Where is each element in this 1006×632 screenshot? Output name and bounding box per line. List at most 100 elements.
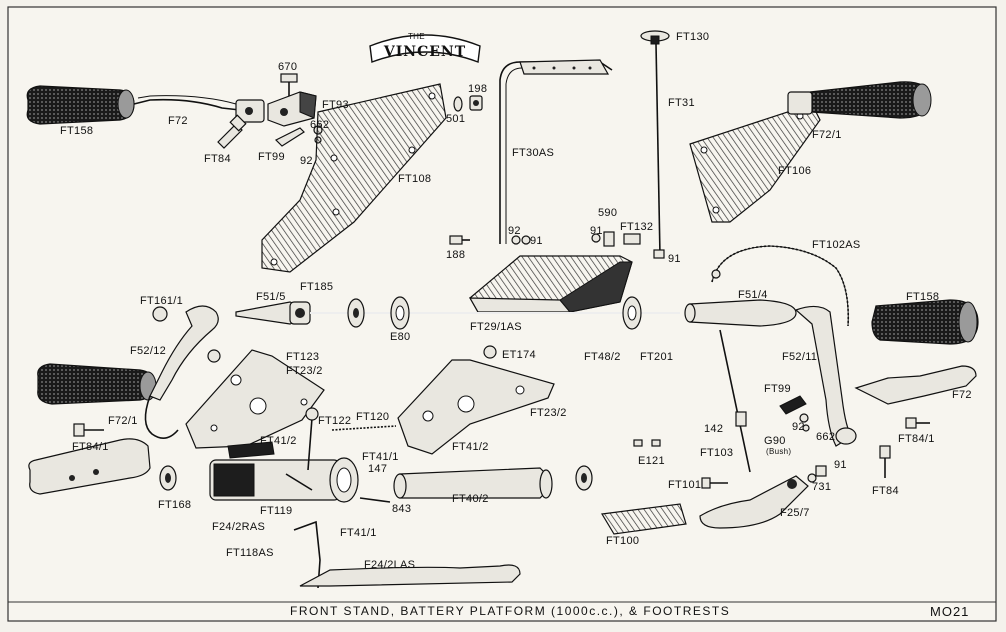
label-ft100: FT100 [606,535,639,547]
label-ft23-2-right: FT23/2 [530,407,567,419]
label-ft123: FT123 [286,351,319,363]
label-ft118as: FT118AS [226,547,274,559]
logo-small-text: THE [408,32,425,41]
label-198: 198 [468,83,487,95]
nut-right-tube [575,465,593,491]
bolt-843 [359,497,391,503]
spring-ft120 [331,425,397,431]
footrest-plate-bottom-left [28,438,151,495]
label-ft119: FT119 [260,505,292,517]
nut-ft168 [159,465,177,491]
label-ft99-right: FT99 [764,383,791,395]
label-et174: ET174 [502,349,536,361]
label-91-near-590: 91 [590,225,603,237]
label-ft99-top: FT99 [258,151,285,163]
label-731: 731 [812,481,831,493]
label-91-rod: 91 [668,253,681,265]
footrest-left-bottom [37,363,157,405]
label-ft102as: FT102AS [812,239,861,251]
label-ft30as: FT30AS [512,147,554,159]
label-ft120: FT120 [356,411,389,423]
label-ft41-2-left: FT41/2 [260,435,297,447]
stand-plate-ft23-2-left [185,349,325,449]
logo-text: VINCENT [383,44,466,60]
bolt-188 [449,235,470,245]
label-ft31: FT31 [668,97,695,109]
label-ft23-2-left: FT23/2 [286,365,323,377]
footrest-arm-f52-12 [144,305,219,439]
label-f24-2ras: F24/2RAS [212,521,265,533]
label-ft84-1-right: FT84/1 [898,433,935,445]
label-ft130: FT130 [676,31,709,43]
label-147: 147 [368,463,387,475]
label-92-middle: 92 [508,225,521,237]
small-washers-middle [511,231,641,247]
label-91-bottom: 91 [834,459,847,471]
label-ft161-1: FT161/1 [140,295,183,307]
label-142: 142 [704,423,723,435]
label-ft122: FT122 [318,415,351,427]
bolt-ft84-top [217,114,247,149]
label-ft168: FT168 [158,499,191,511]
label-ft84-right: FT84 [872,485,899,497]
label-e121: E121 [638,455,665,467]
label-188: 188 [446,249,465,261]
battery-strap-ft30as [499,59,613,244]
spring-ft99-right [779,395,807,415]
footrest-left-top [26,85,265,125]
cable-rod-ft103 [719,329,751,473]
bolt-ft101 [701,477,728,489]
label-ft132: FT132 [620,221,653,233]
stand-leg-f24-2las [293,520,521,589]
label-ft158-right: FT158 [906,291,939,303]
vincent-logo: VINCENT THE [369,32,481,63]
label-ft93: FT93 [322,99,349,111]
rod-ft31 [640,30,670,259]
label-f72-1-left: F72/1 [108,415,138,427]
label-590: 590 [598,207,617,219]
bracket-ft93 [267,91,317,127]
label-g90: G90 [764,435,786,447]
label-ft41-1-top: FT41/1 [362,451,399,463]
spindle-assembly [152,296,680,330]
screws-e121 [633,439,661,447]
sleeve-f51-4 [684,299,797,327]
bolt-ft84-1-left [73,423,104,437]
tube-ft40-2 [393,467,553,499]
nut-198 [469,95,483,111]
label-ft29-1as: FT29/1AS [470,321,522,333]
label-91-middle: 91 [530,235,543,247]
small-parts-right [207,345,930,483]
cable-ft102as [711,245,850,327]
diagram-caption: FRONT STAND, BATTERY PLATFORM (1000c.c.)… [290,604,730,618]
label-f72-1-right: F72/1 [812,129,842,141]
label-501: 501 [446,113,465,125]
label-ft108: FT108 [398,173,431,185]
label-92-top: 92 [300,155,313,167]
label-ft106: FT106 [778,165,811,177]
label-ft101: FT101 [668,479,701,491]
footrest-right-top [787,81,932,119]
label-e80: E80 [390,331,410,343]
label-843: 843 [392,503,411,515]
footrest-plate-f72-right [854,365,977,405]
label-ft158-left: FT158 [60,125,93,137]
label-f24-2las: F24/2LAS [364,559,415,571]
label-ft84-1-left: FT84/1 [72,441,109,453]
label-ft84-top: FT84 [204,153,231,165]
stand-body [209,407,359,503]
label-ft41-2-right: FT41/2 [452,441,489,453]
lever-f25-7 [699,475,809,529]
washer-501 [453,96,463,112]
footrest-right-bottom [871,299,979,345]
battery-side-plate-ft108 [261,83,447,273]
part-labels: FT158 F72 FT84 670 FT93 FT99 662 92 198 … [60,31,972,571]
label-670: 670 [278,61,297,73]
label-f51-5: F51/5 [256,291,286,303]
label-ft41-1-bottom: FT41/1 [340,527,377,539]
label-f72-left: F72 [168,115,188,127]
label-ft48-2: FT48/2 [584,351,621,363]
stand-plate-ft23-2-right [397,359,555,455]
